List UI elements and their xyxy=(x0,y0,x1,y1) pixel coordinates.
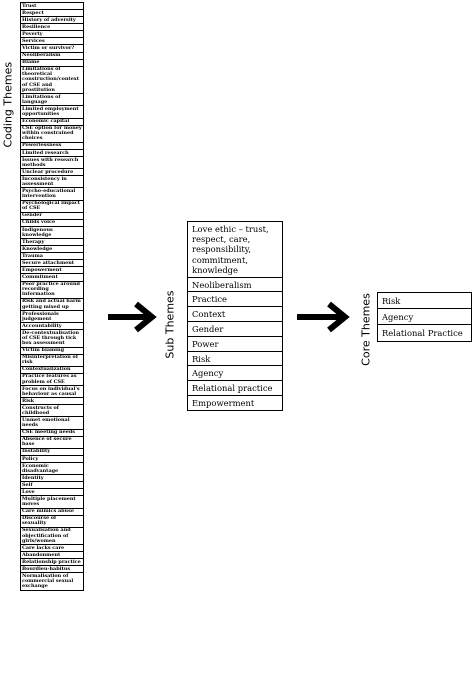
coding-theme-item: Economic capital xyxy=(21,119,83,126)
coding-theme-item: Childs voice xyxy=(21,220,83,227)
sub-theme-item: Agency xyxy=(188,366,282,382)
coding-theme-item: Commitment xyxy=(21,274,83,282)
coding-theme-item: Misinterpretation of risk xyxy=(21,355,83,367)
coding-theme-item: Care mimics abuse xyxy=(21,509,83,516)
coding-theme-item: Instability xyxy=(21,449,83,456)
coding-theme-item: Self xyxy=(21,482,83,490)
coding-theme-item: Limited research xyxy=(21,150,83,157)
coding-theme-item: Gender xyxy=(21,213,83,220)
coding-theme-item: Respect xyxy=(21,10,83,18)
coding-theme-item: Issues with research methods xyxy=(21,157,83,170)
arrow-right-icon xyxy=(108,301,157,333)
sub-theme-item: Risk xyxy=(188,352,282,367)
core-themes-label: Core Themes xyxy=(359,293,373,366)
coding-theme-item: Unclear procedure xyxy=(21,169,83,177)
coding-theme-item: Sexualisation and objectification of gir… xyxy=(21,528,83,546)
coding-theme-item: Trust xyxy=(21,3,83,11)
coding-themes-label: Coding Themes xyxy=(1,61,15,148)
coding-theme-item: Multiple placement moves xyxy=(21,496,83,509)
sub-themes-list: Love ethic – trust, respect, care, respo… xyxy=(187,221,283,411)
coding-theme-item: Care lacks care xyxy=(21,545,83,553)
coding-theme-item: Relationship practice xyxy=(21,559,83,567)
coding-theme-item: Knowledge xyxy=(21,246,83,254)
coding-theme-item: Economic disadvantage xyxy=(21,463,83,476)
coding-theme-item: Therapy xyxy=(21,239,83,247)
coding-theme-item: Focus on individual's behaviour as causa… xyxy=(21,386,83,399)
coding-theme-item: Contextualization xyxy=(21,367,83,374)
coding-theme-item: Love xyxy=(21,489,83,497)
arrow-right-icon xyxy=(297,301,350,333)
coding-theme-item: Limitations of theoretical construction/… xyxy=(21,67,83,95)
coding-theme-item: Powerlessness xyxy=(21,143,83,150)
coding-theme-item: Practice features as problem of CSE xyxy=(21,374,83,387)
sub-theme-item: Practice xyxy=(188,292,282,308)
sub-theme-item: Gender xyxy=(188,322,282,337)
coding-theme-item: Abandonment xyxy=(21,552,83,560)
sub-theme-item: Neoliberalism xyxy=(188,278,282,293)
coding-theme-item: Discourse of sexuality xyxy=(21,516,83,528)
coding-theme-item: Limited employment opportunities xyxy=(21,106,83,119)
coding-theme-item: Constructs of childhood xyxy=(21,405,83,418)
core-theme-item: Agency xyxy=(378,309,471,326)
sub-theme-item: Power xyxy=(188,337,282,352)
coding-theme-item: History of adversity xyxy=(21,17,83,25)
coding-theme-item: Poverty xyxy=(21,31,83,39)
coding-theme-item: Blame xyxy=(21,60,83,67)
coding-theme-item: Professionals judgement xyxy=(21,311,83,324)
coding-theme-item: Psycho-educational intervention xyxy=(21,188,83,201)
coding-theme-item: Identity xyxy=(21,475,83,483)
coding-theme-item: Victim blaming xyxy=(21,348,83,355)
coding-theme-item: Risk and actual harm getting mixed up xyxy=(21,299,83,311)
coding-theme-item: Secure attachment xyxy=(21,260,83,268)
coding-theme-item: Services xyxy=(21,38,83,46)
coding-theme-item: Poor practice around recording informati… xyxy=(21,282,83,299)
coding-theme-item: Risk xyxy=(21,398,83,406)
coding-theme-item: Unmet emotional needs xyxy=(21,417,83,430)
sub-theme-item: Context xyxy=(188,307,282,322)
coding-theme-item: CSE option for money within constrained … xyxy=(21,125,83,143)
coding-theme-item: Inconsistency in assessment xyxy=(21,176,83,189)
sub-theme-item: Love ethic – trust, respect, care, respo… xyxy=(188,222,282,278)
coding-theme-item: Victim or survivor? xyxy=(21,45,83,53)
coding-theme-item: Neoliberalism xyxy=(21,53,83,60)
coding-theme-item: Absence of secure base xyxy=(21,437,83,449)
coding-theme-item: Policy xyxy=(21,456,83,464)
coding-theme-item: Accountability xyxy=(21,323,83,331)
coding-theme-item: Psychological impact of CSE xyxy=(21,201,83,213)
core-theme-item: Risk xyxy=(378,293,471,310)
coding-theme-item: Normalisation of commercial sexual excha… xyxy=(22,573,74,590)
coding-theme-item: Indigenous knowledge xyxy=(21,227,83,240)
sub-theme-item: Relational practice xyxy=(188,381,282,396)
sub-themes-label: Sub Themes xyxy=(163,290,177,359)
coding-theme-item: Empowerment xyxy=(21,267,83,275)
coding-theme-item: Resilience xyxy=(21,24,83,32)
coding-theme-item: Trauma xyxy=(21,253,83,261)
coding-theme-item: Bourdieu-habitus xyxy=(21,566,83,574)
coding-theme-item: CSE meeting needs xyxy=(21,430,83,437)
coding-theme-item: De-contextualisation of CSE through tick… xyxy=(21,330,83,348)
core-theme-item: Relational Practice xyxy=(382,327,463,338)
sub-theme-item: Empowerment xyxy=(192,397,255,408)
coding-theme-item: Limitations of language xyxy=(21,94,83,107)
